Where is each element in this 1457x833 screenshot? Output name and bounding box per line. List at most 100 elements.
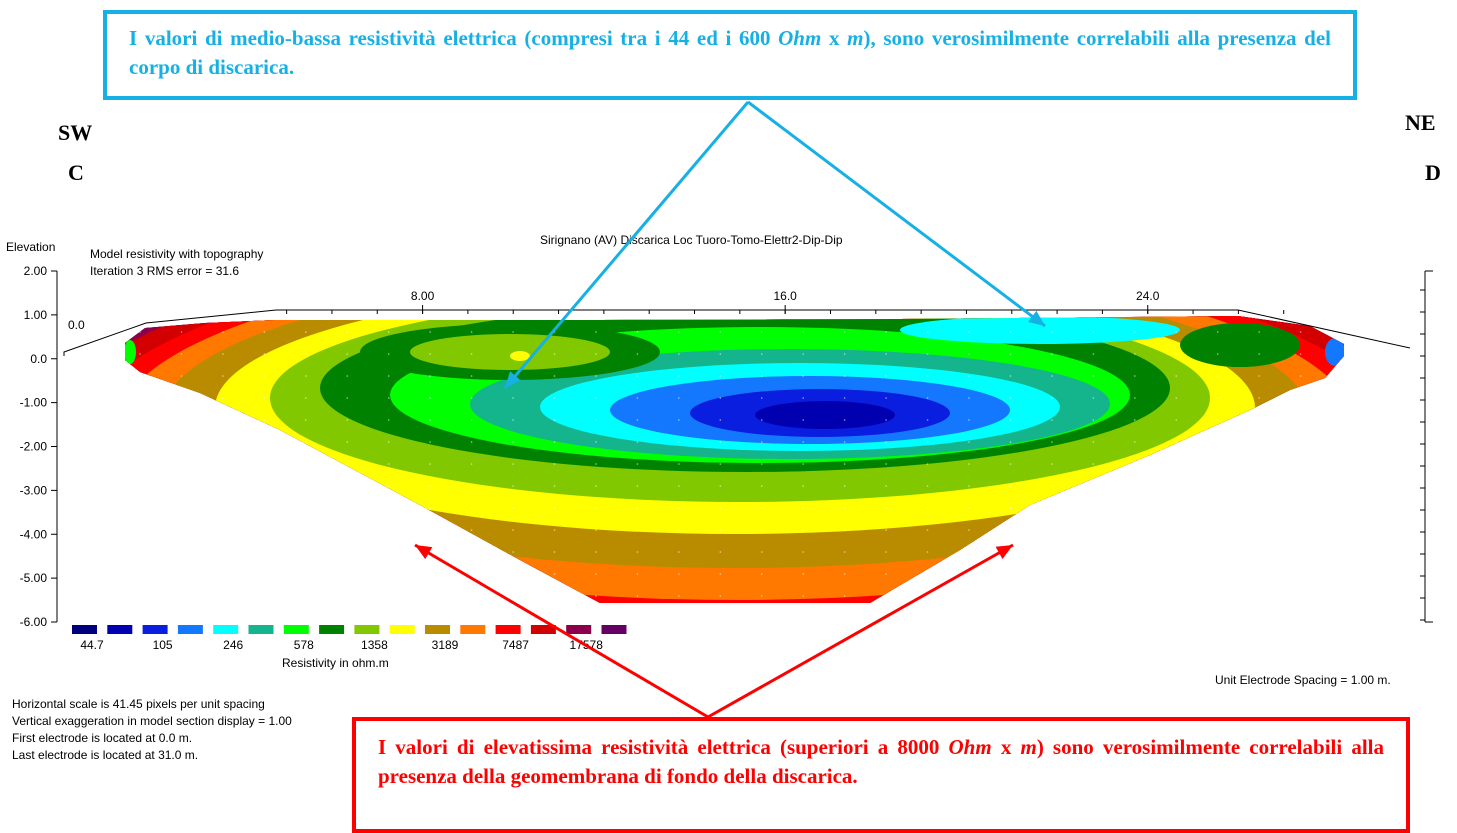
- model-cell-dot: [553, 529, 556, 531]
- model-cell-dot: [222, 463, 224, 465]
- model-cell-dot: [719, 485, 722, 487]
- model-cell-dot: [678, 485, 680, 487]
- model-cell-dot: [139, 529, 141, 531]
- model-cell-dot: [180, 485, 183, 487]
- model-cell-dot: [1092, 397, 1095, 399]
- model-cell-dot: [305, 375, 307, 377]
- model-cell-dot: [926, 353, 929, 355]
- model-cell-dot: [1299, 485, 1302, 487]
- model-cell-dot: [968, 507, 970, 509]
- model-cell-dot: [719, 375, 722, 377]
- model-cell-dot: [222, 331, 224, 333]
- model-cell-dot: [139, 595, 141, 597]
- y-tick-label: -6.00: [20, 615, 48, 629]
- legend-swatches: [72, 625, 627, 634]
- model-cell-dot: [470, 573, 473, 575]
- model-cell-dot: [1051, 463, 1053, 465]
- model-cell-dot: [595, 507, 597, 509]
- model-cell-dot: [429, 595, 431, 597]
- legend-swatch: [530, 625, 556, 634]
- model-cell-dot: [263, 353, 266, 355]
- model-cell-dot: [843, 441, 846, 443]
- model-cell-dot: [305, 397, 307, 399]
- model-cell-dot: [885, 375, 887, 377]
- model-cell-dot: [1009, 441, 1012, 443]
- model-cell-dot: [1175, 507, 1178, 509]
- arrow-cyan-left: [503, 101, 750, 389]
- model-cell-dot: [760, 573, 763, 575]
- model-cell-dot: [760, 485, 763, 487]
- model-cell-dot: [263, 573, 266, 575]
- legend-swatch: [319, 625, 345, 634]
- model-cell-dot: [1134, 551, 1136, 553]
- model-cell-dot: [1092, 529, 1095, 531]
- model-cell-dot: [1175, 353, 1178, 355]
- chart-title: Sirignano (AV) Discarica Loc Tuoro-Tomo-…: [540, 233, 843, 247]
- model-cell-dot: [926, 397, 929, 399]
- model-cell-dot: [263, 529, 266, 531]
- model-cell-dot: [139, 507, 141, 509]
- legend-swatch: [283, 625, 309, 634]
- model-cell-dot: [719, 551, 722, 553]
- model-cell-dot: [346, 529, 349, 531]
- model-cell-dot: [678, 573, 680, 575]
- model-cell-dot: [222, 573, 224, 575]
- model-cell-dot: [1051, 441, 1053, 443]
- model-cell-dot: [719, 529, 722, 531]
- model-cell-dot: [1092, 353, 1095, 355]
- y-tick-label: 2.00: [24, 264, 48, 278]
- model-cell-dot: [1299, 529, 1302, 531]
- model-cell-dot: [305, 507, 307, 509]
- model-cell-dot: [1216, 441, 1219, 443]
- model-cell-dot: [470, 353, 473, 355]
- model-cell-dot: [553, 551, 556, 553]
- model-cell-dot: [470, 551, 473, 553]
- model-cell-dot: [470, 485, 473, 487]
- model-cell-dot: [346, 551, 349, 553]
- model-cell-dot: [802, 419, 804, 421]
- y-tick-label: -3.00: [20, 483, 48, 497]
- model-cell-dot: [926, 419, 929, 421]
- model-cell-dot: [636, 397, 639, 399]
- model-cell-dot: [1009, 375, 1012, 377]
- model-cell-dot: [387, 331, 390, 333]
- model-cell-dot: [595, 573, 597, 575]
- model-cell-dot: [387, 397, 390, 399]
- model-cell-dot: [802, 529, 804, 531]
- model-cell-dot: [760, 529, 763, 531]
- last-electrode: Last electrode is located at 31.0 m.: [12, 748, 199, 762]
- model-cell-dot: [470, 595, 473, 597]
- model-cell-dot: [926, 375, 929, 377]
- model-cell-dot: [387, 419, 390, 421]
- model-cell-dot: [139, 419, 141, 421]
- legend-swatch: [354, 625, 380, 634]
- legend-swatch: [495, 625, 521, 634]
- arrow-red-right-head: [995, 545, 1013, 559]
- model-cell-dot: [595, 419, 597, 421]
- model-cell-dot: [760, 595, 763, 597]
- model-cell-dot: [636, 353, 639, 355]
- model-cell-dot: [1216, 397, 1219, 399]
- model-cell-dot: [387, 573, 390, 575]
- model-cell-dot: [139, 441, 141, 443]
- model-cell-dot: [595, 529, 597, 531]
- model-cell-dot: [636, 375, 639, 377]
- model-cell-dot: [719, 595, 722, 597]
- model-cell-dot: [512, 397, 514, 399]
- model-cell-dot: [222, 529, 224, 531]
- model-cell-dot: [843, 353, 846, 355]
- model-cell-dot: [512, 463, 514, 465]
- model-cell-dot: [760, 551, 763, 553]
- horizontal-scale: Horizontal scale is 41.45 pixels per uni…: [12, 697, 265, 711]
- model-cell-dot: [429, 463, 431, 465]
- model-cell-dot: [843, 331, 846, 333]
- direction-sw: SW: [58, 120, 93, 145]
- surface-band: [410, 334, 610, 370]
- model-cell-dot: [429, 375, 431, 377]
- model-cell-dot: [719, 397, 722, 399]
- y-tick-label: -4.00: [20, 527, 48, 541]
- model-cell-dot: [263, 463, 266, 465]
- model-cell-dot: [885, 353, 887, 355]
- model-cell-dot: [926, 507, 929, 509]
